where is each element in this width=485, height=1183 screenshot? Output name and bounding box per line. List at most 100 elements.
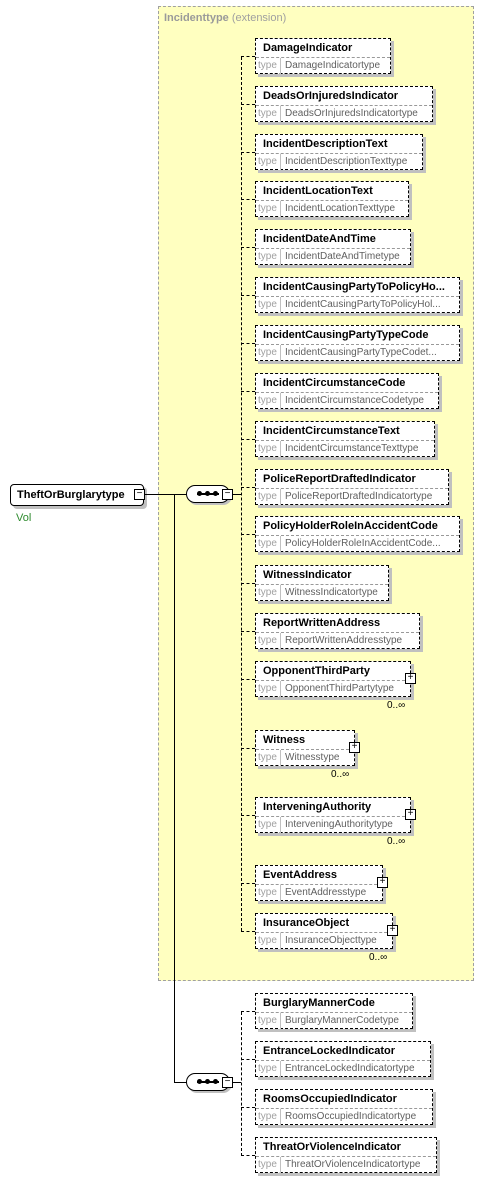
element-type: IncidentLocationTexttype	[285, 203, 396, 214]
element-separator	[256, 296, 459, 297]
cardinality-label: 0..∞	[387, 700, 406, 711]
type-keyword: type	[256, 885, 281, 901]
type-keyword: type	[256, 633, 281, 649]
connector-seq2	[174, 1082, 188, 1083]
element-type: EntranceLockedIndicatortype	[285, 1063, 415, 1074]
extension-title: Incidenttype (extension)	[164, 12, 286, 24]
element-type-row: type IncidentDateAndTimetype	[256, 249, 410, 265]
branch-connector	[241, 343, 255, 344]
element-type: DeadsOrInjuredsIndicatortype	[285, 108, 418, 119]
extension-suffix: (extension)	[231, 12, 287, 24]
sequence-collapse-icon[interactable]: −	[222, 1077, 233, 1088]
expand-icon[interactable]: +	[405, 673, 416, 684]
element-separator	[256, 1060, 430, 1061]
type-keyword: type	[256, 1109, 281, 1125]
element-name: Witness	[263, 734, 306, 746]
branch-connector	[241, 931, 255, 932]
element-type: DamageIndicatortype	[285, 60, 381, 71]
cardinality-label: 0..∞	[369, 952, 388, 963]
branch-connector	[241, 295, 255, 296]
element-separator	[256, 1012, 412, 1013]
element-type: ReportWrittenAddresstype	[285, 635, 403, 646]
expand-icon[interactable]: +	[377, 877, 388, 888]
branch-connector	[241, 748, 255, 749]
element-type-row: type ReportWrittenAddresstype	[256, 633, 419, 649]
element-separator	[256, 535, 459, 536]
type-keyword: type	[256, 817, 281, 833]
expand-icon[interactable]: +	[405, 809, 416, 820]
element-separator	[256, 344, 459, 345]
branch-connector	[241, 1059, 255, 1060]
element-name: InsuranceObject	[263, 917, 350, 929]
element-separator	[256, 632, 419, 633]
element-type: BurglaryMannerCodetype	[285, 1015, 399, 1026]
type-keyword: type	[256, 345, 281, 361]
type-keyword: type	[256, 750, 281, 766]
type-keyword: type	[256, 297, 281, 313]
element-type: IncidentDateAndTimetype	[285, 251, 400, 262]
type-keyword: type	[256, 106, 281, 122]
type-keyword: type	[256, 681, 281, 697]
type-keyword: type	[256, 201, 281, 217]
sequence-collapse-icon[interactable]: −	[222, 489, 233, 500]
branch-connector	[241, 679, 255, 680]
branch-connector	[241, 631, 255, 632]
element-type: IncidentCausingPartyToPolicyHol...	[285, 299, 441, 310]
expand-icon[interactable]: +	[387, 925, 398, 936]
element-type: EventAddresstype	[285, 887, 367, 898]
branch-connector	[241, 1011, 255, 1012]
element-type-row: type IncidentCausingPartyToPolicyHol...	[256, 297, 459, 313]
branch-connector	[241, 152, 255, 153]
branch-connector	[241, 883, 255, 884]
type-keyword: type	[256, 58, 281, 74]
branch-connector	[241, 439, 255, 440]
branch-connector	[241, 391, 255, 392]
element-name: PoliceReportDraftedIndicator	[263, 473, 416, 485]
element-type: IncidentCircumstanceTexttype	[285, 443, 419, 454]
connector-trunk	[174, 494, 175, 1082]
branch-connector	[241, 104, 255, 105]
element-name: PolicyHolderRoleInAccidentCode	[263, 520, 438, 532]
element-type: IncidentCausingPartyTypeCodet...	[285, 347, 437, 358]
root-element[interactable]: TheftOrBurglarytype	[10, 484, 144, 506]
element-name: RoomsOccupiedIndicator	[263, 1093, 397, 1105]
element-name: IncidentCausingPartyTypeCode	[263, 329, 429, 341]
element-name: IncidentCircumstanceCode	[263, 377, 406, 389]
element-separator	[256, 248, 410, 249]
branch-connector	[241, 583, 255, 584]
element-name: IncidentDescriptionText	[263, 138, 388, 150]
element-type: InsuranceObjecttype	[285, 935, 377, 946]
schema-element[interactable]: IncidentCausingPartyTypeCode type Incident…	[255, 325, 460, 361]
sequence2-branch-line	[241, 1012, 242, 1156]
expand-icon[interactable]: +	[349, 742, 360, 753]
element-separator	[256, 816, 410, 817]
type-keyword: type	[256, 249, 281, 265]
type-keyword: type	[256, 393, 281, 409]
element-separator	[256, 153, 422, 154]
